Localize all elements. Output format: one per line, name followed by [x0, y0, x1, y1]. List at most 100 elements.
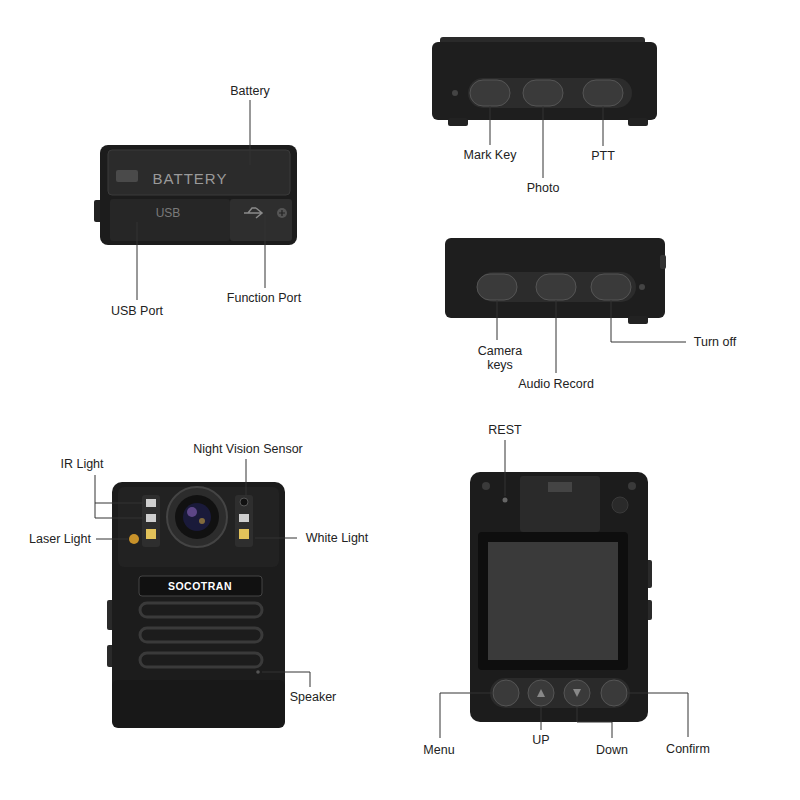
- camera-side-view-top-part: [448, 118, 468, 126]
- leader-line: [95, 459, 310, 687]
- camera-side-view-bottom-part: [639, 284, 645, 290]
- camera-front-view-part: [146, 529, 156, 539]
- camera-front-view-part: [187, 507, 197, 517]
- part-label: Mark Key: [464, 148, 517, 162]
- camera-front-view-part: [140, 653, 262, 667]
- leader-line-part: [96, 539, 128, 540]
- camera-side-view-bottom-part: [536, 274, 576, 300]
- camera-end-view-part: [277, 208, 287, 218]
- camera-side-view-bottom-part: [591, 274, 631, 300]
- camera-front-view-part: [239, 514, 249, 522]
- camera-side-view-top-part: [523, 80, 563, 106]
- camera-end-view-part: [230, 199, 292, 241]
- part-label: Photo: [527, 181, 560, 195]
- part-label: Night Vision Sensor: [193, 442, 303, 456]
- leader-line: [137, 100, 265, 300]
- leader-line-part: [556, 300, 557, 373]
- printed-marking: BATTERY: [153, 170, 228, 187]
- camera-side-view-top-part: [583, 80, 623, 106]
- camera-back-view-part: [482, 482, 490, 490]
- leader-line-part: [137, 222, 138, 300]
- part-label: White Light: [306, 531, 369, 545]
- camera-back-view-part: [573, 689, 581, 697]
- part-label: Audio Record: [518, 377, 594, 391]
- part-label: PTT: [591, 149, 615, 163]
- leader-line-part: [627, 693, 688, 737]
- leader-line-part: [250, 100, 251, 165]
- camera-front-view-part: [239, 529, 249, 539]
- camera-front-view-part: [129, 534, 139, 544]
- part-label: Turn off: [694, 335, 736, 349]
- printed-marking: USB: [156, 207, 181, 221]
- camera-back-view-part: [628, 482, 636, 490]
- leader-line: [497, 300, 686, 373]
- camera-side-view-bottom-part: [478, 272, 636, 302]
- camera-end-view-part: [110, 199, 230, 241]
- camera-back-view-part: [612, 497, 628, 513]
- camera-back-view-part: [537, 689, 545, 697]
- camera-front-view-part: [167, 487, 227, 547]
- camera-end-view-part: [100, 145, 297, 245]
- camera-front-view-part: [140, 628, 262, 642]
- camera-side-view-top-part: [452, 90, 458, 96]
- camera-back-view-part: [548, 482, 572, 492]
- part-label: Confirm: [666, 742, 710, 756]
- camera-back-view: [470, 472, 652, 722]
- part-label: Function Port: [227, 291, 301, 305]
- part-label: IR Light: [60, 457, 103, 471]
- leader-line-part: [265, 215, 266, 288]
- camera-back-view-part: [520, 476, 600, 532]
- camera-back-view-part: [601, 680, 627, 706]
- camera-side-view-top: [432, 37, 657, 126]
- camera-end-view: [94, 145, 297, 245]
- camera-front-view-part: [142, 495, 160, 547]
- camera-front-view-part: [240, 498, 248, 506]
- camera-back-view-part: [528, 680, 554, 706]
- leader-line-part: [497, 300, 498, 340]
- camera-back-view-part: [488, 542, 618, 660]
- camera-end-view-part: [244, 208, 262, 218]
- camera-front-view-part: [146, 499, 156, 507]
- camera-side-view-bottom-part: [477, 274, 517, 300]
- leader-line-part: [603, 106, 604, 146]
- leader-line-part: [440, 693, 493, 738]
- camera-side-view-top-part: [432, 42, 657, 120]
- camera-back-view-part: [478, 532, 628, 670]
- camera-front-view-part: [146, 514, 156, 522]
- part-label: USB Port: [111, 304, 163, 318]
- camera-side-view-bottom-part: [445, 238, 665, 318]
- camera-back-view-part: [493, 680, 519, 706]
- camera-front-view-part: [235, 495, 253, 547]
- camera-side-view-bottom-part: [628, 316, 648, 324]
- camera-front-view-part: [140, 603, 262, 617]
- leader-line-part: [611, 300, 686, 342]
- camera-end-view-part: [279, 210, 285, 216]
- camera-end-view-part: [108, 150, 290, 195]
- leader-line: [490, 106, 603, 178]
- camera-front-view-part: [183, 503, 211, 531]
- leader-line-part: [255, 538, 297, 539]
- camera-side-view-top-part: [468, 78, 632, 108]
- camera-back-view-part: [503, 498, 508, 503]
- camera-back-view-part: [564, 680, 590, 706]
- camera-front-view-part: [175, 495, 219, 539]
- camera-side-view-top-part: [470, 80, 510, 106]
- camera-side-view-top-part: [628, 118, 648, 126]
- part-label: REST: [488, 423, 521, 437]
- camera-front-view: [107, 482, 285, 728]
- camera-side-view-bottom-part: [660, 255, 666, 269]
- brand-logo: SOCOTRAN: [168, 580, 232, 592]
- camera-front-view-part: [112, 680, 285, 728]
- part-label: Speaker: [290, 690, 337, 704]
- part-label: UP: [532, 733, 549, 747]
- camera-back-view-part: [470, 472, 648, 722]
- leader-line: [440, 440, 688, 738]
- leader-line-part: [543, 106, 544, 178]
- camera-front-view-part: [112, 482, 285, 728]
- leader-line-part: [541, 707, 542, 730]
- leader-line-part: [246, 459, 247, 496]
- part-label: Menu: [423, 743, 454, 757]
- part-label: Laser Light: [29, 532, 91, 546]
